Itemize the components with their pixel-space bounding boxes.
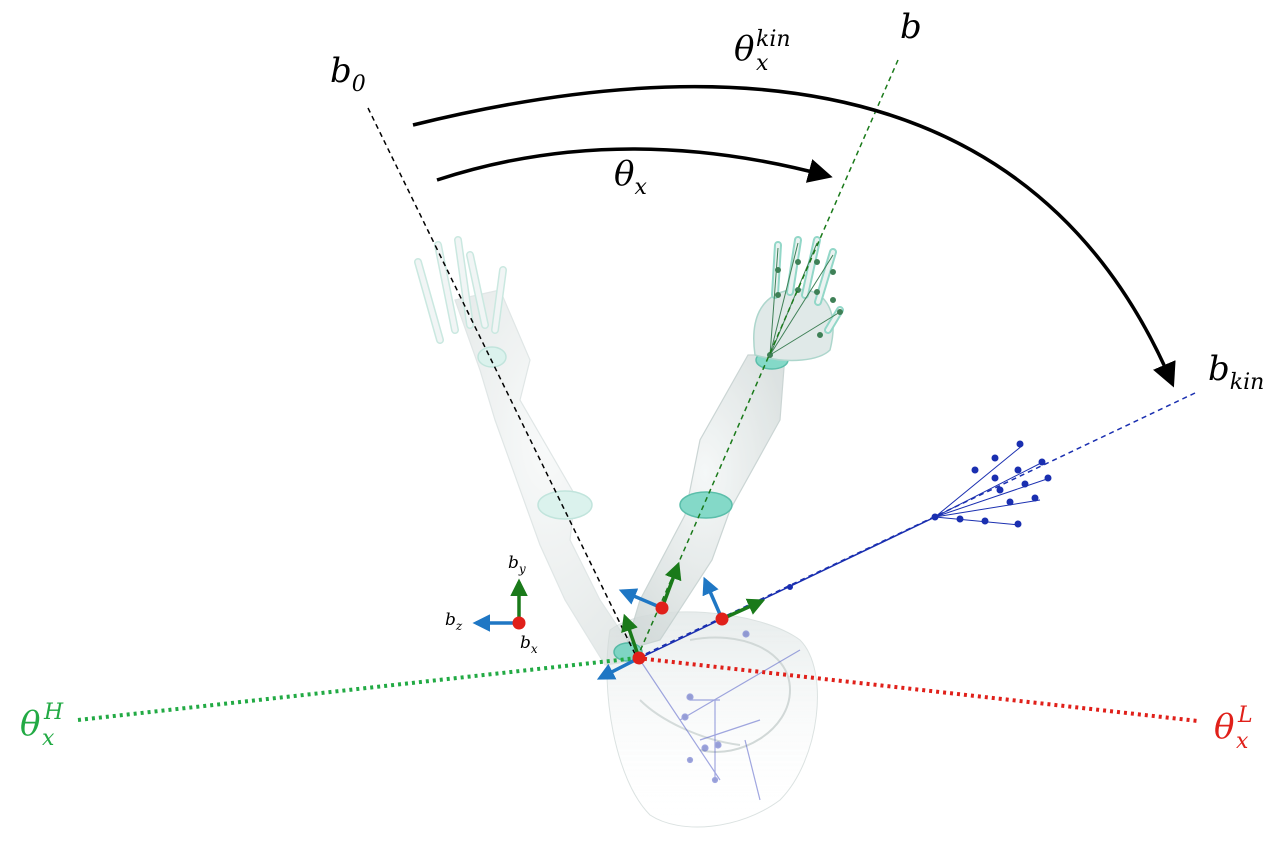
torso-skeleton bbox=[639, 630, 801, 801]
label-theta-x-l: θ x L bbox=[1214, 703, 1253, 754]
svg-text:x: x bbox=[756, 51, 769, 76]
frame-kin bbox=[702, 576, 766, 626]
b-axis-line bbox=[636, 59, 899, 659]
svg-text:θ: θ bbox=[1214, 707, 1234, 747]
theta-x-kin-arc bbox=[412, 85, 1176, 388]
frame-elbow bbox=[618, 561, 682, 615]
frame-shoulder bbox=[596, 613, 646, 680]
label-theta-x-h: θ x H bbox=[20, 700, 64, 751]
svg-text:H: H bbox=[43, 700, 64, 725]
label-frame-by: by bbox=[508, 553, 526, 576]
svg-text:θ: θ bbox=[20, 704, 40, 744]
frame-legend bbox=[472, 578, 528, 632]
theta-x-arc bbox=[436, 147, 833, 183]
svg-text:θ: θ bbox=[734, 29, 754, 69]
label-theta-x: θx bbox=[614, 154, 647, 200]
label-theta-x-kin: θ x kin bbox=[734, 27, 791, 76]
b0-axis-line bbox=[367, 107, 638, 659]
label-bkin: bkin bbox=[1208, 349, 1264, 395]
theta-l-limit-line bbox=[636, 656, 1199, 723]
svg-text:x: x bbox=[42, 726, 55, 751]
label-frame-bz: bz bbox=[445, 610, 463, 633]
label-b: b bbox=[900, 7, 922, 47]
svg-text:kin: kin bbox=[756, 27, 791, 52]
arm-initial-posture bbox=[414, 236, 642, 666]
torso-body bbox=[606, 611, 818, 828]
label-b0: b0 bbox=[330, 51, 366, 97]
svg-text:x: x bbox=[1236, 729, 1249, 754]
label-frame-bx: bx bbox=[520, 633, 538, 656]
svg-text:L: L bbox=[1237, 703, 1253, 728]
theta-h-limit-line bbox=[77, 656, 638, 722]
